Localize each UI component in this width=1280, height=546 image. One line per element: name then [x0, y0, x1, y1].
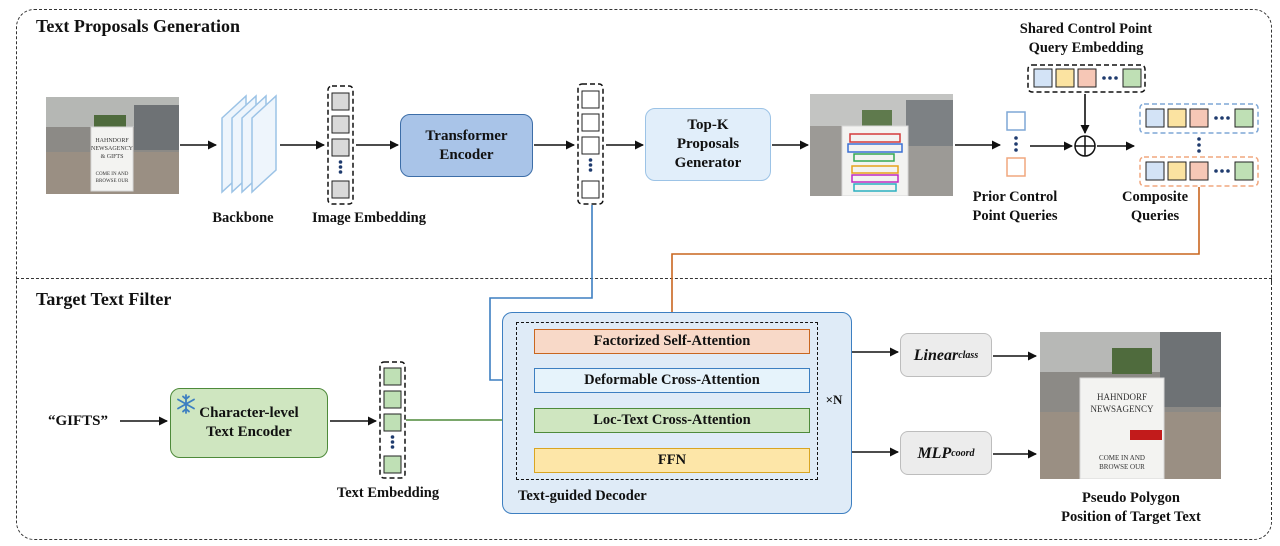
- char-encoder-line1: Character-level: [199, 405, 299, 421]
- output-image-art: HAHNDORF NEWSAGENCY COME IN AND BROWSE O…: [1040, 332, 1221, 479]
- proposals-image: [810, 94, 953, 196]
- composite-queries-label-line1: Composite: [1121, 189, 1189, 205]
- input-query-text: “GIFTS”: [47, 413, 108, 429]
- top-row-arrows: [180, 94, 1135, 151]
- shared-query-embedding: [1027, 64, 1146, 93]
- svg-text:COME IN AND: COME IN AND: [96, 172, 129, 177]
- proposals-image-art: [810, 94, 953, 196]
- input-image-art: HAHNDORF NEWSAGENCY & GIFTS COME IN AND …: [46, 97, 179, 194]
- pseudo-polygon-label-line1: Pseudo Polygon: [1082, 490, 1180, 506]
- svg-text:NEWSAGENCY: NEWSAGENCY: [1091, 404, 1154, 414]
- svg-text:BROWSE OUR: BROWSE OUR: [1099, 463, 1145, 471]
- mlp-head-sub: coord: [951, 447, 975, 459]
- text-embedding-stack: [379, 361, 406, 479]
- ffn-step: FFN: [534, 448, 810, 473]
- svg-text:HAHNDORF: HAHNDORF: [95, 138, 129, 144]
- shared-query-label-line1: Shared Control Point: [1019, 21, 1153, 37]
- loc-text-cross-attention-step: Loc-Text Cross-Attention: [534, 408, 810, 433]
- image-embedding-stack: [327, 85, 354, 205]
- char-encoder-line2: Text Encoder: [206, 424, 292, 440]
- section-title-filter: Target Text Filter: [36, 289, 172, 309]
- filter-section: [16, 278, 1272, 540]
- composite-queries: [1139, 103, 1259, 187]
- input-image: HAHNDORF NEWSAGENCY & GIFTS COME IN AND …: [46, 97, 179, 194]
- transformer-encoder-line1: Transformer: [425, 127, 508, 144]
- composite-queries-label-line2: Queries: [1130, 208, 1180, 224]
- pseudo-polygon-label-line2: Position of Target Text: [1061, 509, 1201, 525]
- svg-text:& GIFTS: & GIFTS: [101, 154, 124, 160]
- topk-line2: Proposals: [676, 136, 740, 152]
- mlp-head-base: MLP: [917, 444, 952, 462]
- prior-queries-label-line1: Prior Control: [972, 189, 1058, 205]
- backbone-label: Backbone: [212, 210, 274, 226]
- encoder-output-stack: [577, 83, 604, 205]
- linear-head-base: Linear: [913, 346, 959, 364]
- frozen-snowflake-icon: [177, 394, 195, 414]
- transformer-encoder-line2: Encoder: [439, 146, 494, 163]
- decoder-title: Text-guided Decoder: [518, 488, 647, 504]
- image-embedding-label: Image Embedding: [311, 210, 426, 226]
- factorized-self-attention-step: Factorized Self-Attention: [534, 329, 810, 354]
- deformable-cross-attention-step: Deformable Cross-Attention: [534, 368, 810, 393]
- decoder-layer-group: [516, 322, 818, 480]
- svg-text:BROWSE OUR: BROWSE OUR: [96, 179, 129, 184]
- queries-to-decoder-line: [667, 187, 1200, 325]
- linear-head-sub: class: [958, 349, 979, 361]
- svg-text:COME IN AND: COME IN AND: [1099, 454, 1145, 462]
- repeat-n-label: ×N: [825, 392, 843, 407]
- backbone-feature-maps: [221, 94, 277, 194]
- text-embedding-label: Text Embedding: [336, 485, 440, 501]
- topk-line1: Top-K: [687, 117, 729, 133]
- section-title-proposals: Text Proposals Generation: [36, 16, 241, 36]
- output-image: HAHNDORF NEWSAGENCY COME IN AND BROWSE O…: [1040, 332, 1221, 479]
- shared-query-label-line2: Query Embedding: [1028, 40, 1144, 56]
- prior-queries-label-line2: Point Queries: [972, 208, 1058, 224]
- plus-operator-icon: [1074, 135, 1096, 157]
- prior-control-point-queries: [1006, 111, 1026, 177]
- svg-text:HAHNDORF: HAHNDORF: [1097, 392, 1147, 402]
- svg-text:NEWSAGENCY: NEWSAGENCY: [91, 146, 134, 152]
- proposals-section: [16, 9, 1272, 282]
- topk-line3: Generator: [674, 155, 742, 171]
